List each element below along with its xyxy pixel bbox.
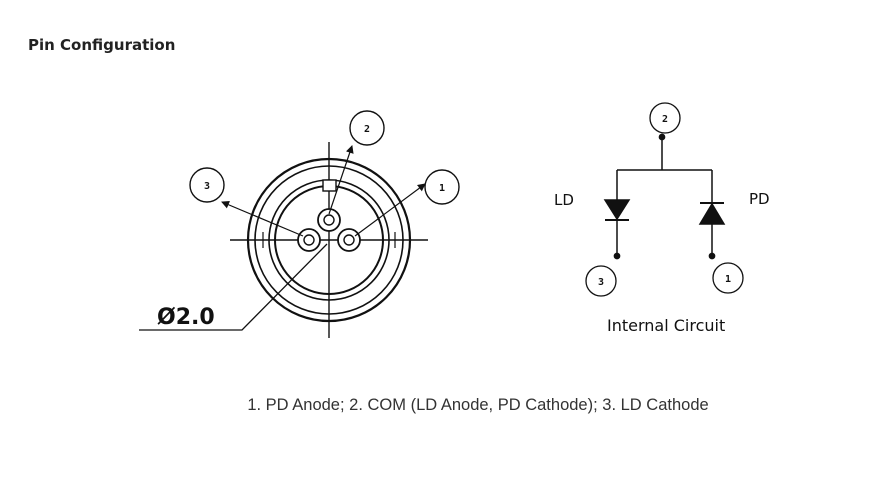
diameter-leader xyxy=(139,243,328,331)
pin-1 xyxy=(337,228,361,252)
circuit-pin-3-label: 3 xyxy=(598,277,604,288)
circuit-pin-2-label: 2 xyxy=(662,114,668,125)
pd-label: PD xyxy=(749,190,770,208)
leader-arrow-1 xyxy=(354,183,426,237)
key-tab xyxy=(322,179,337,192)
pin-3 xyxy=(297,228,321,252)
photodiode-symbol xyxy=(698,202,726,225)
pin-caption: 1. PD Anode; 2. COM (LD Anode, PD Cathod… xyxy=(247,396,709,414)
section-title: Pin Configuration xyxy=(28,36,176,54)
laser-diode-symbol xyxy=(603,199,631,221)
pin-marker-2-balloon: 2 xyxy=(349,110,385,146)
leader-arrow-2 xyxy=(328,145,354,215)
package-outer-ring xyxy=(246,157,412,323)
circuit-pin-3-balloon: 3 xyxy=(585,265,617,297)
internal-circuit xyxy=(603,133,726,260)
circuit-title: Internal Circuit xyxy=(607,316,725,335)
circuit-pin-1-label: 1 xyxy=(725,274,731,285)
package-bottom-view xyxy=(139,142,428,338)
pin-marker-1-balloon: 1 xyxy=(424,169,460,205)
leader-arrow-3 xyxy=(221,201,304,237)
pin-2 xyxy=(317,208,341,232)
pin-marker-1-label: 1 xyxy=(439,183,445,194)
ld-label: LD xyxy=(554,191,574,209)
pin-marker-3-balloon: 3 xyxy=(189,167,225,203)
pin-marker-2-label: 2 xyxy=(364,124,370,135)
circuit-pin-2-balloon: 2 xyxy=(649,102,681,134)
diameter-label: Ø2.0 xyxy=(157,305,215,330)
circuit-pin-1-balloon: 1 xyxy=(712,262,744,294)
pin-marker-3-label: 3 xyxy=(204,181,210,192)
